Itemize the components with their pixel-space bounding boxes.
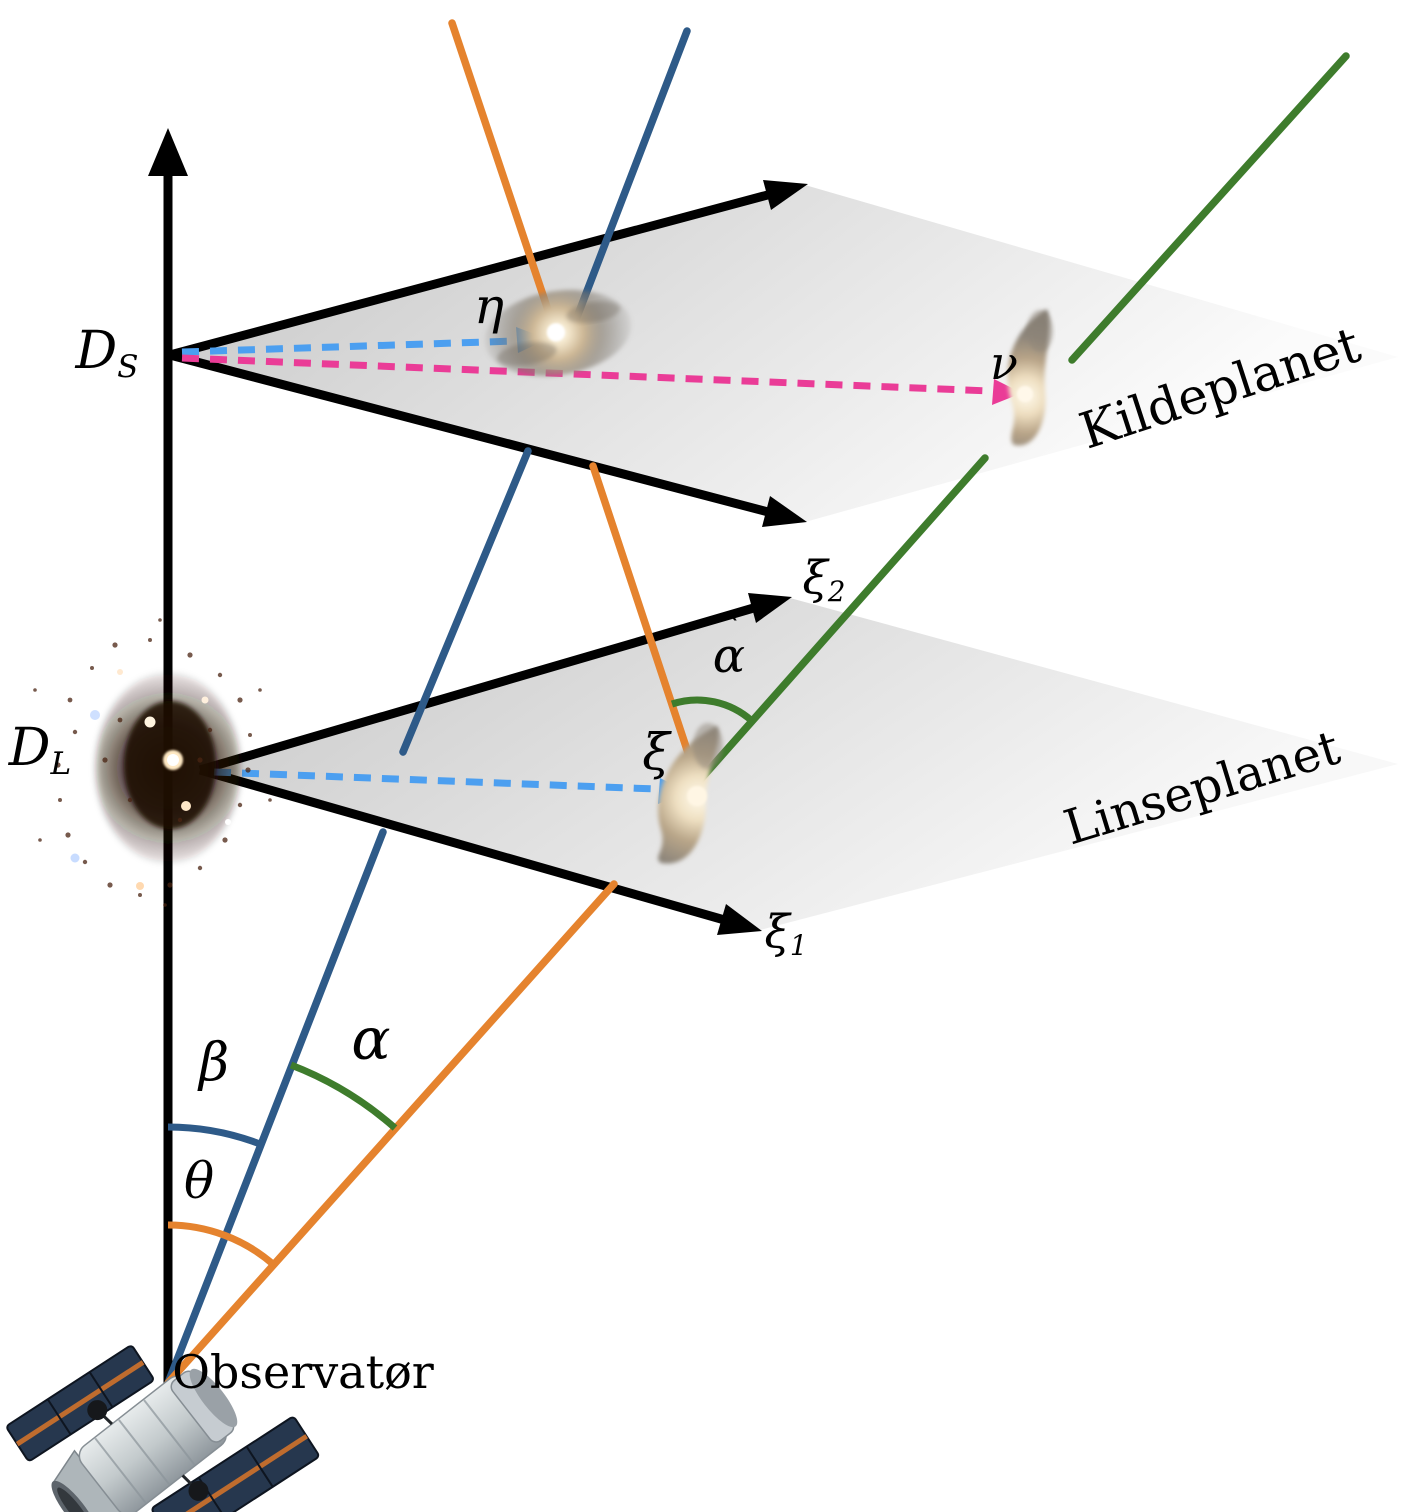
theta-angle-arc <box>167 1221 277 1268</box>
source-plane <box>170 185 1398 522</box>
lens-plane <box>200 598 1398 930</box>
ray-true-green <box>696 52 1350 784</box>
source-plane-axis-upper <box>168 180 808 360</box>
hubble-telescope-image <box>6 1345 320 1512</box>
hubble-antenna-dish-bottom <box>188 1480 209 1501</box>
hubble-aperture-cone <box>52 1449 130 1512</box>
xi1-axis-label: ξ1 <box>764 904 808 963</box>
beta-angle-arc <box>167 1123 262 1148</box>
lens-point-galaxy-image <box>658 723 723 864</box>
source-plane-axis-lower <box>168 350 807 527</box>
true-source-galaxy-image <box>1007 309 1053 446</box>
theta-angle-label: θ <box>183 1152 215 1210</box>
source-galaxy-image <box>484 289 632 377</box>
galaxy-cluster-image <box>33 618 272 907</box>
nu-vector-arrowhead <box>992 379 1022 405</box>
cluster-speckles <box>33 618 272 907</box>
cluster-bright-stars <box>56 669 231 890</box>
hubble-solar-panel-upper <box>6 1345 154 1462</box>
eta-label: η <box>474 277 504 335</box>
xi1-axis-line <box>198 765 762 935</box>
observer-label: Observatør <box>172 1345 434 1399</box>
optical-axis-arrowhead <box>148 128 188 176</box>
hubble-solar-panel-lower <box>151 1416 320 1512</box>
hubble-aft-cap <box>189 1368 238 1428</box>
alpha-hat-angle-arc <box>670 696 755 724</box>
alpha-angle-label: α <box>351 1005 391 1073</box>
distance-lens-label: DL <box>8 718 72 782</box>
beta-angle-label: β <box>198 1033 230 1093</box>
nu-vector-dashed <box>181 354 1022 405</box>
xi2-axis-label: ξ2 <box>802 550 846 609</box>
alpha-angle-arc <box>289 1061 398 1131</box>
distance-source-label: DS <box>75 321 139 385</box>
nu-label: ν <box>990 336 1018 390</box>
hubble-antenna-dish-top <box>87 1400 108 1421</box>
xi2-axis-line <box>198 593 792 775</box>
xi-label: ξ <box>642 723 670 781</box>
ray-apparent-blue <box>164 27 691 1387</box>
ray-deflected-orange <box>164 19 702 1387</box>
